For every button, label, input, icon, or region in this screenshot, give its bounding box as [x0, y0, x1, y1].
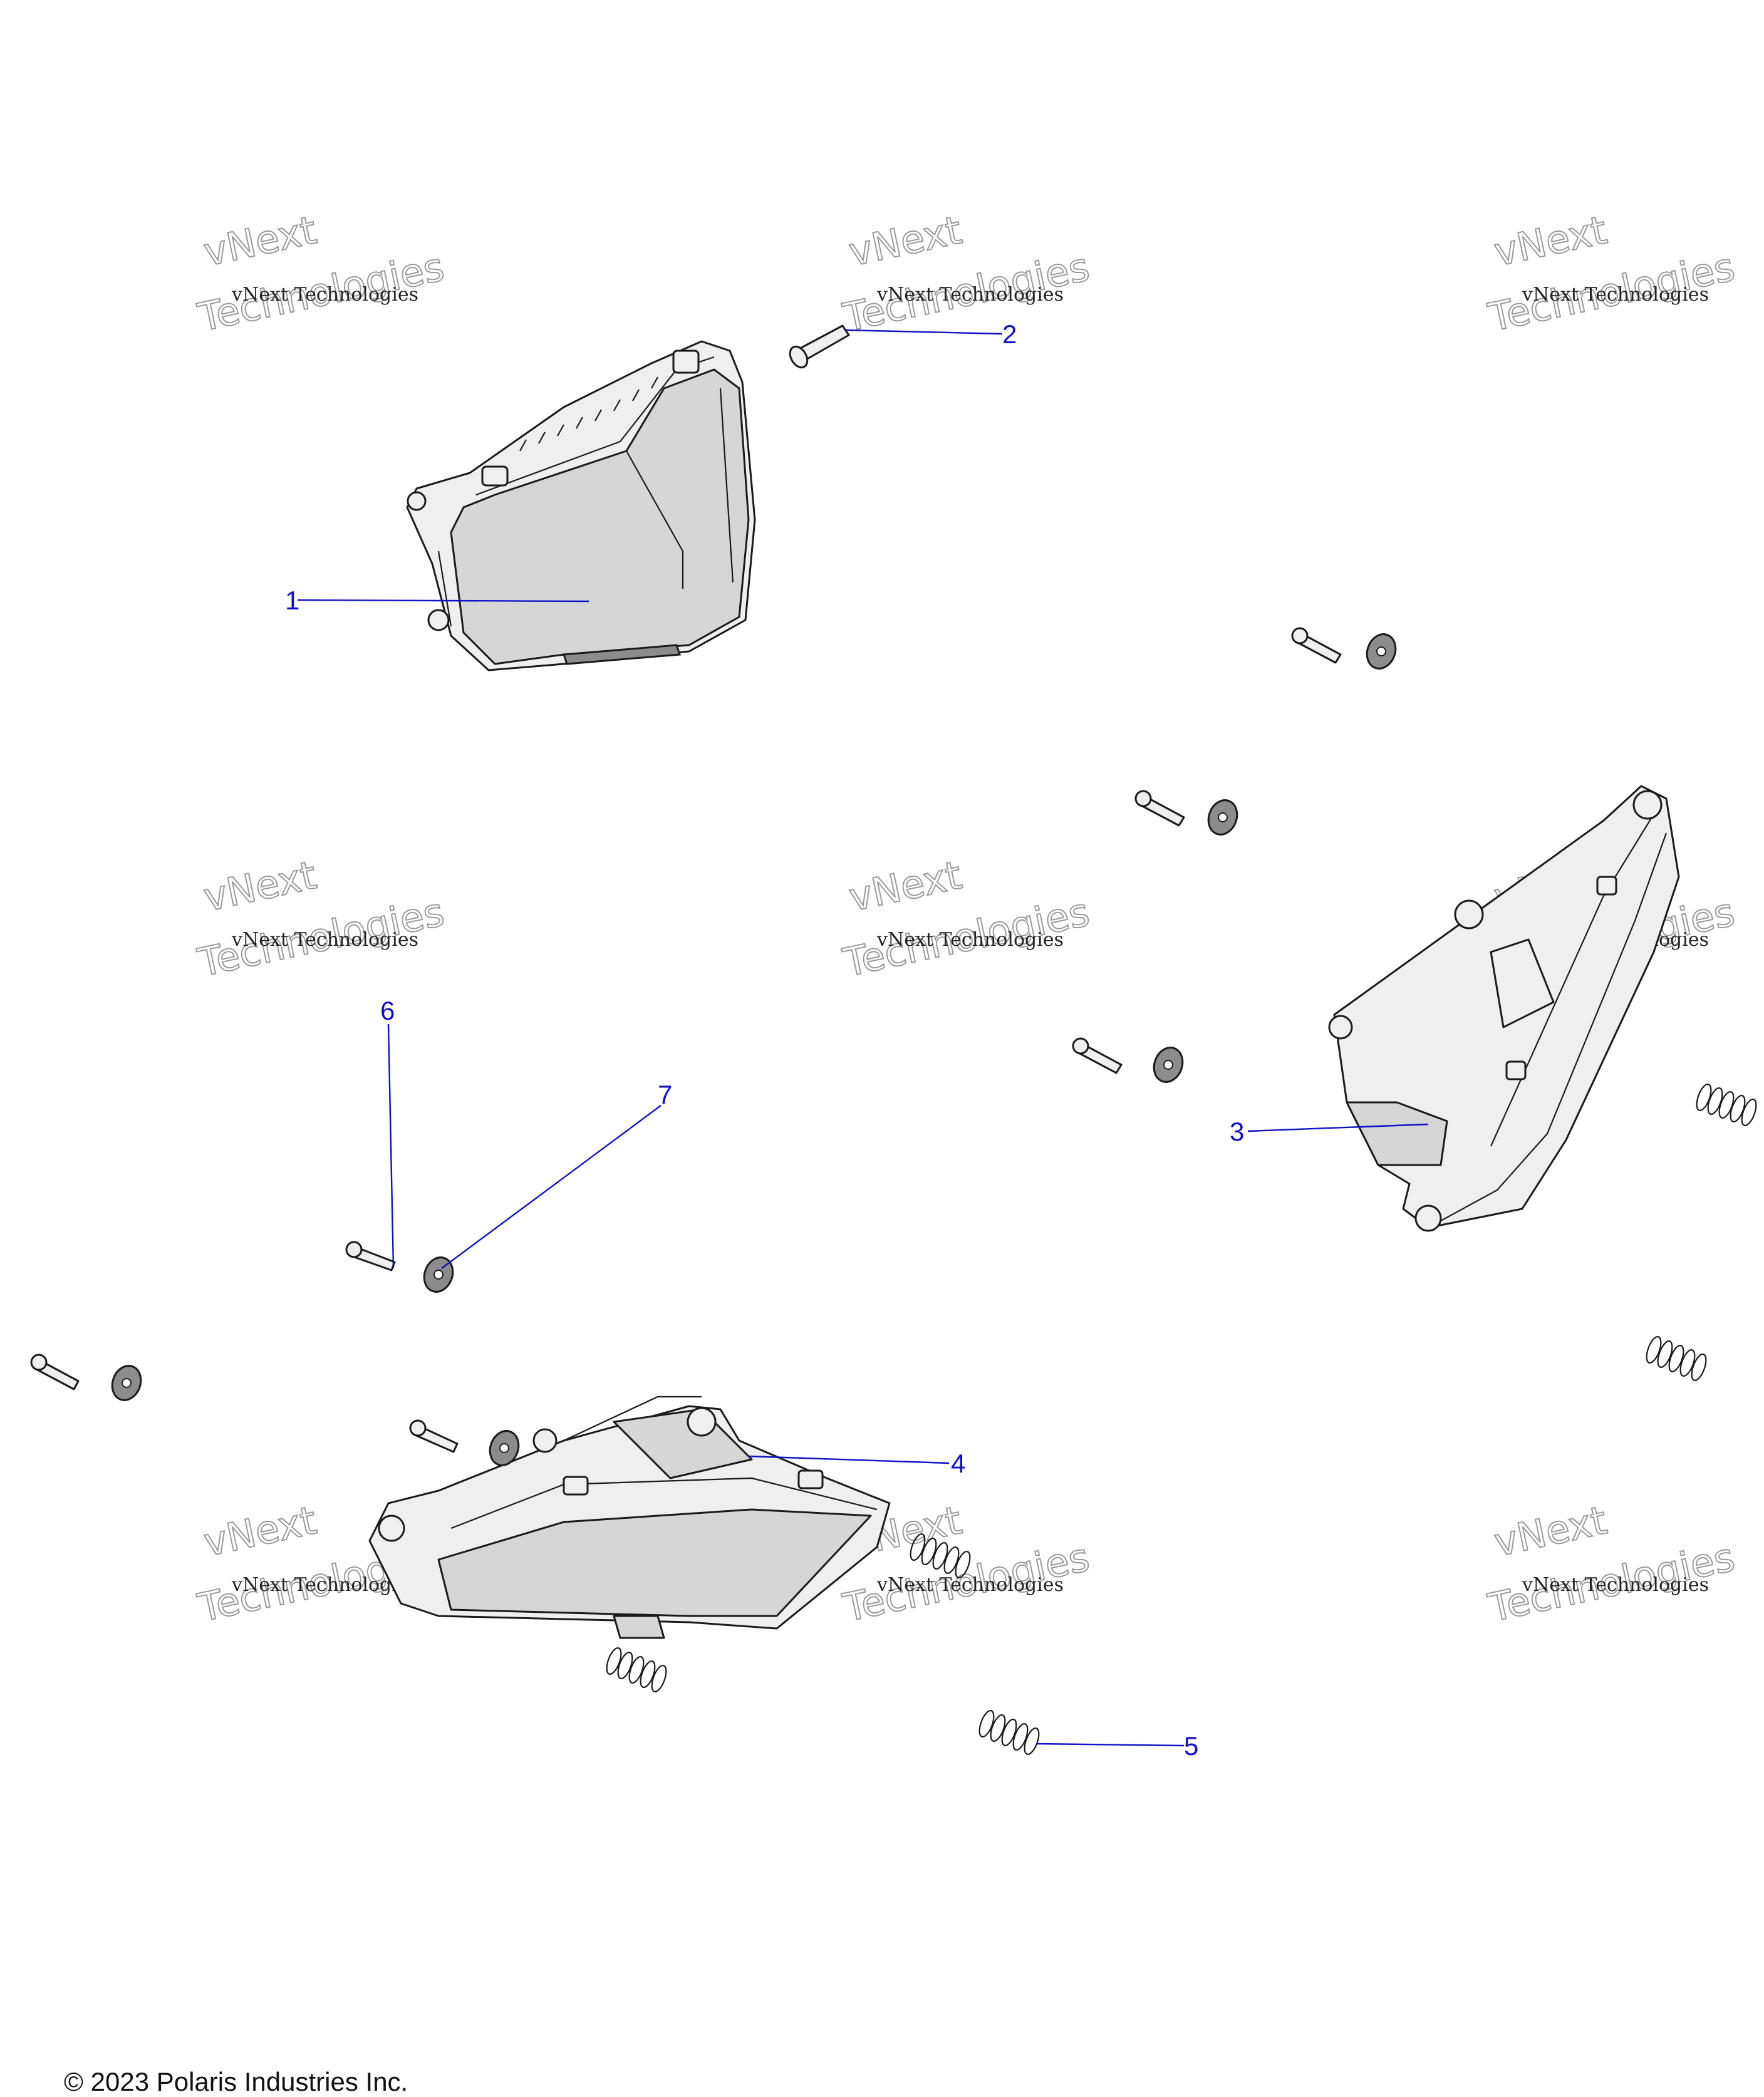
- spring-d: [606, 1647, 667, 1693]
- callout-2[interactable]: 2: [1002, 319, 1017, 349]
- svg-text:vNext Technologies: vNext Technologies: [1522, 284, 1709, 306]
- part-2-screw: [789, 324, 850, 369]
- svg-text:vNext Technologies: vNext Technologies: [876, 929, 1064, 951]
- watermark-top-right: vNext Technologies vNext Technologies: [1483, 206, 1739, 341]
- callout-1[interactable]: 1: [285, 586, 299, 615]
- screw-washer-set-b: [1134, 790, 1238, 836]
- leader-3: [1247, 1123, 1429, 1132]
- leader-2: [845, 329, 1003, 335]
- spring-c: [910, 1533, 971, 1579]
- svg-text:vNext: vNext: [200, 207, 320, 275]
- callout-6[interactable]: 6: [380, 996, 395, 1025]
- spring-a: [1696, 1083, 1757, 1127]
- watermark-bottom-right: vNext Technologies vNext Technologies: [1483, 1496, 1739, 1631]
- svg-text:vNext: vNext: [845, 852, 965, 920]
- screw-washer-set-f: [409, 1419, 520, 1466]
- spring-e: [978, 1709, 1040, 1756]
- watermark-mid-center: vNext Technologies vNext Technologies: [838, 851, 1094, 986]
- svg-text:vNext: vNext: [1490, 207, 1611, 275]
- watermark-mid-left: vNext Technologies vNext Technologies: [193, 851, 449, 986]
- callout-3[interactable]: 3: [1230, 1117, 1244, 1146]
- watermark-top-left: vNext Technologies vNext Technologies: [193, 206, 449, 341]
- callout-7[interactable]: 7: [658, 1080, 672, 1109]
- svg-text:vNext: vNext: [200, 852, 320, 920]
- svg-text:vNext: vNext: [200, 1497, 320, 1565]
- screw-washer-set-c: [1072, 1037, 1184, 1083]
- svg-text:vNext Technologies: vNext Technologies: [231, 929, 418, 951]
- callout-5[interactable]: 5: [1184, 1731, 1198, 1761]
- svg-text:vNext Technologies: vNext Technologies: [231, 284, 418, 306]
- svg-text:vNext Technologies: vNext Technologies: [1522, 1574, 1709, 1596]
- svg-text:vNext Technologies: vNext Technologies: [876, 1574, 1064, 1596]
- svg-text:vNext Technologies: vNext Technologies: [876, 284, 1064, 306]
- copyright-text: © 2023 Polaris Industries Inc.: [64, 2067, 408, 2096]
- leader-4: [748, 1455, 950, 1464]
- leader-7: [441, 1105, 662, 1269]
- leader-5: [1036, 1742, 1185, 1747]
- part-1-headlight-housing: [406, 340, 756, 671]
- part-4-side-light: [368, 1395, 891, 1639]
- watermark-top-center: vNext Technologies vNext Technologies: [838, 206, 1094, 341]
- leader-6: [387, 1023, 395, 1269]
- callout-4[interactable]: 4: [951, 1449, 965, 1478]
- screw-washer-set-d: [345, 1241, 454, 1293]
- screw-washer-set-e: [30, 1354, 142, 1401]
- leader-1: [297, 599, 589, 603]
- screw-washer-set-a: [1291, 627, 1397, 670]
- svg-text:vNext: vNext: [1490, 1497, 1611, 1565]
- part-3-side-light: [1328, 785, 1680, 1232]
- spring-b: [1646, 1335, 1707, 1382]
- svg-text:vNext: vNext: [845, 207, 965, 275]
